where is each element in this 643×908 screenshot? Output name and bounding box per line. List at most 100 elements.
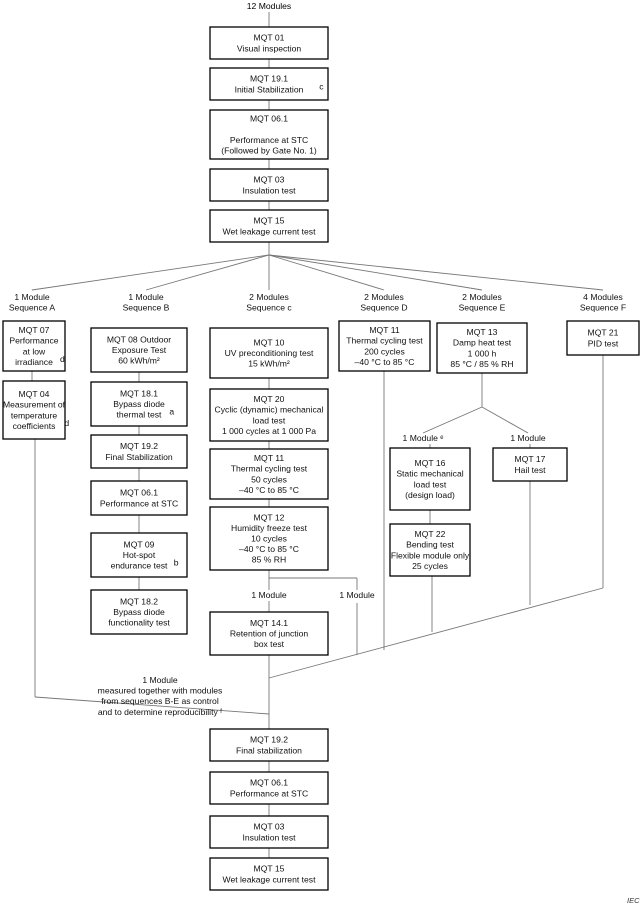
box-c-mqt12-line-3: 10 cycles <box>251 534 287 544</box>
box-c-mqt11-line-4: –40 °C to 85 °C <box>239 485 299 495</box>
box-mqt19-2-bottom-line-2: Final stabilization <box>236 745 302 755</box>
label-seq-b-line-2: Sequence B <box>123 303 170 313</box>
connector-lines <box>31 12 604 858</box>
box-mqt06-1-bottom-line-2: Performance at STC <box>230 788 308 798</box>
box-d-mqt11-line-2: Thermal cycling test <box>346 336 423 346</box>
box-e-mqt22-line-2: Bending test <box>406 540 454 550</box>
box-c-mqt12-line-1: MQT 12 <box>254 512 285 522</box>
box-mqt19-2-bottom-frame <box>209 728 329 762</box>
box-mqt19-1-footnote-mark: c <box>319 81 324 91</box>
box-e-mqt17-line-1: MQT 17 <box>515 454 546 464</box>
box-c-mqt14-1-line-1: MQT 14.1 <box>250 618 288 628</box>
box-b-mqt18-1-footnote-mark: a <box>169 407 174 417</box>
box-f-mqt21-line-2: PID test <box>588 338 619 348</box>
box-mqt06-1-top-line-1: MQT 06.1 <box>250 114 288 124</box>
box-b-mqt09-line-3: endurance test <box>111 561 168 571</box>
box-d-mqt11-line-1: MQT 11 <box>369 325 399 335</box>
box-d-mqt11-line-3: 200 cycles <box>364 346 405 356</box>
box-e-mqt16-line-4: (design load) <box>405 490 455 500</box>
box-d-mqt11-frame <box>338 320 431 372</box>
box-c-mqt12-line-2: Humidity freeze test <box>231 523 308 533</box>
box-e-mqt13-line-3: 1 000 h <box>468 348 497 358</box>
box-b-mqt08-line-3: 60 kWh/m² <box>118 356 160 366</box>
box-e-mqt17-frame <box>492 447 568 482</box>
connector-line-11 <box>268 254 483 291</box>
box-c-mqt11-line-3: 50 cycles <box>251 474 287 484</box>
box-b-mqt18-1-line-2: Bypass diode <box>113 399 165 409</box>
box-e-mqt16-line-2: Static mechanical <box>396 469 463 479</box>
box-mqt15-bottom-line-2: Wet leakage current test <box>223 874 317 884</box>
box-mqt03-bottom-line-2: Insulation test <box>242 832 296 842</box>
box-b-mqt08-frame <box>90 327 188 373</box>
label-seq-c-line-2: Sequence c <box>246 303 292 313</box>
box-a-mqt04-footnote-mark: d <box>64 418 69 428</box>
box-c-mqt14-1-frame <box>209 611 329 656</box>
label-c-right-branch: 1 Module <box>339 590 375 600</box>
box-b-mqt06-1-line-1: MQT 06.1 <box>120 488 158 498</box>
box-f-mqt21-line-1: MQT 21 <box>588 328 619 338</box>
label-seq-c-line-1: 2 Modules <box>249 292 289 302</box>
label-seq-a-line-1: 1 Module <box>14 292 50 302</box>
box-c-mqt12-frame <box>209 506 329 571</box>
box-c-mqt10-line-1: MQT 10 <box>254 337 285 347</box>
connector-line-7 <box>31 254 270 291</box>
box-mqt15-bottom-frame <box>209 857 329 891</box>
box-mqt03-top-frame <box>209 168 329 202</box>
box-a-mqt07-line-1: MQT 07 <box>19 325 50 335</box>
box-mqt03-bottom-line-1: MQT 03 <box>254 822 285 832</box>
box-c-mqt20-line-3: load test <box>253 415 286 425</box>
label-seq-a-line-2: Sequence A <box>9 303 56 313</box>
box-c-mqt20-line-2: Cyclic (dynamic) mechanical <box>215 405 324 415</box>
box-c-mqt14-1-line-2: Retention of junction <box>230 629 309 639</box>
label-e-left-branch: 1 Module ᵉ <box>403 433 444 443</box>
box-mqt01-frame <box>209 26 329 60</box>
box-c-mqt20-line-4: 1 000 cycles at 1 000 Pa <box>222 426 316 436</box>
box-mqt15-top-line-1: MQT 15 <box>254 216 285 226</box>
box-e-mqt16-line-3: load test <box>414 479 447 489</box>
label-seq-f-line-2: Sequence F <box>580 303 626 313</box>
box-d-mqt11-line-4: –40 °C to 85 °C <box>355 357 415 367</box>
box-b-mqt18-1-line-1: MQT 18.1 <box>120 388 158 398</box>
box-mqt01-line-1: MQT 01 <box>254 33 285 43</box>
box-c-mqt12-line-4: –40 °C to 85 °C <box>239 544 299 554</box>
box-b-mqt18-2-line-3: functionality test <box>108 618 170 628</box>
iec-credit: IEC <box>627 896 640 905</box>
box-b-mqt19-2-frame <box>90 434 188 469</box>
box-mqt15-bottom-line-1: MQT 15 <box>254 864 285 874</box>
box-e-mqt22-line-4: 25 cycles <box>412 561 448 571</box>
box-mqt15-top-frame <box>209 209 329 243</box>
box-e-mqt13-line-4: 85 °C / 85 % RH <box>450 359 513 369</box>
box-mqt03-top-line-1: MQT 03 <box>254 175 285 185</box>
box-b-mqt09-frame <box>90 532 188 578</box>
box-mqt19-1-line-2: Initial Stabilization <box>235 84 304 94</box>
box-a-mqt04-line-2: Measurement of <box>3 400 66 410</box>
box-b-mqt06-1-frame <box>90 480 188 516</box>
box-c-mqt10-line-2: UV preconditioning test <box>225 348 314 358</box>
